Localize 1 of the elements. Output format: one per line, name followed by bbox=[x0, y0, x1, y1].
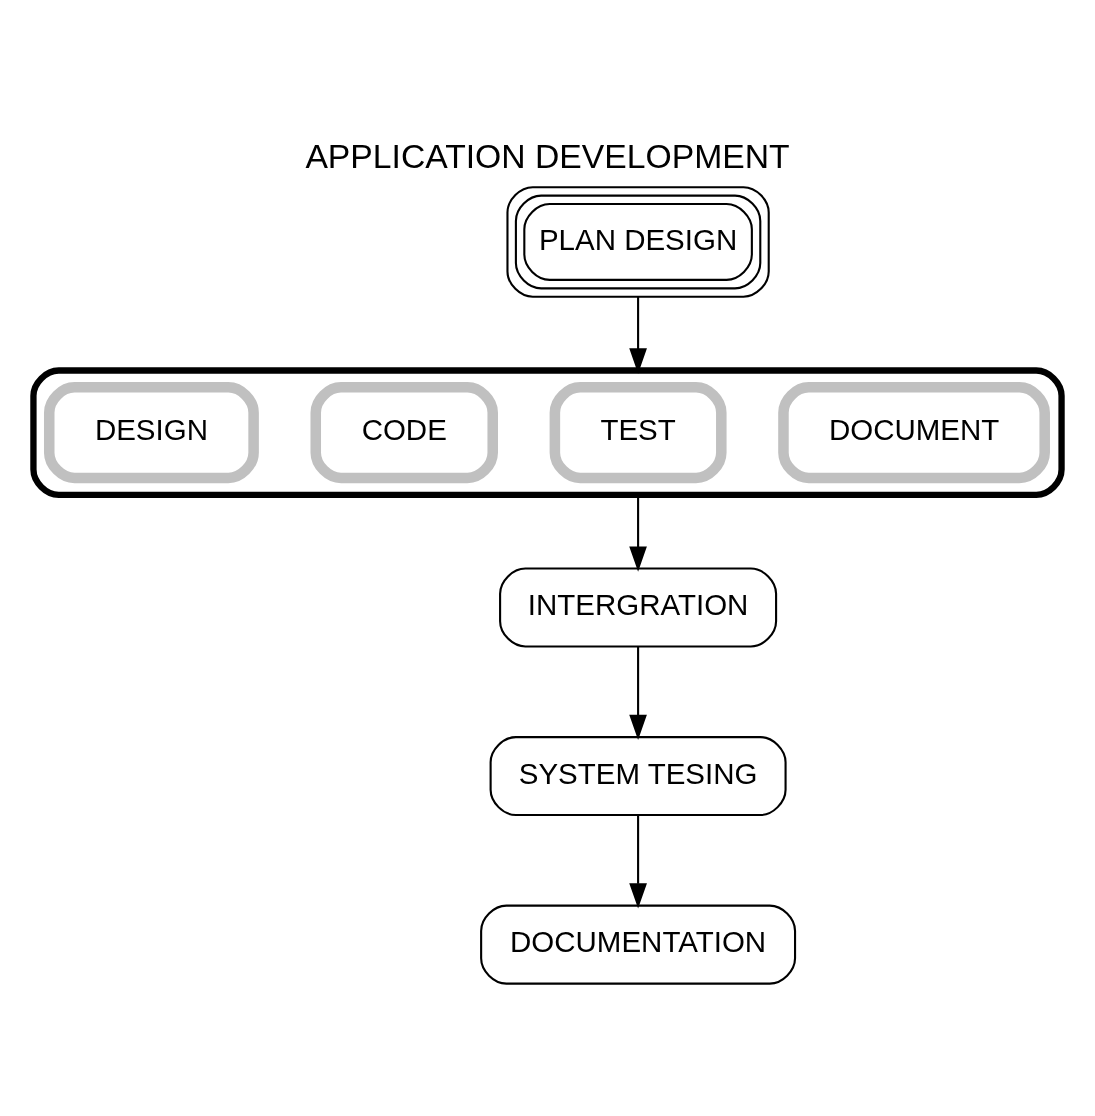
diagram-title: APPLICATION DEVELOPMENT bbox=[305, 136, 790, 175]
